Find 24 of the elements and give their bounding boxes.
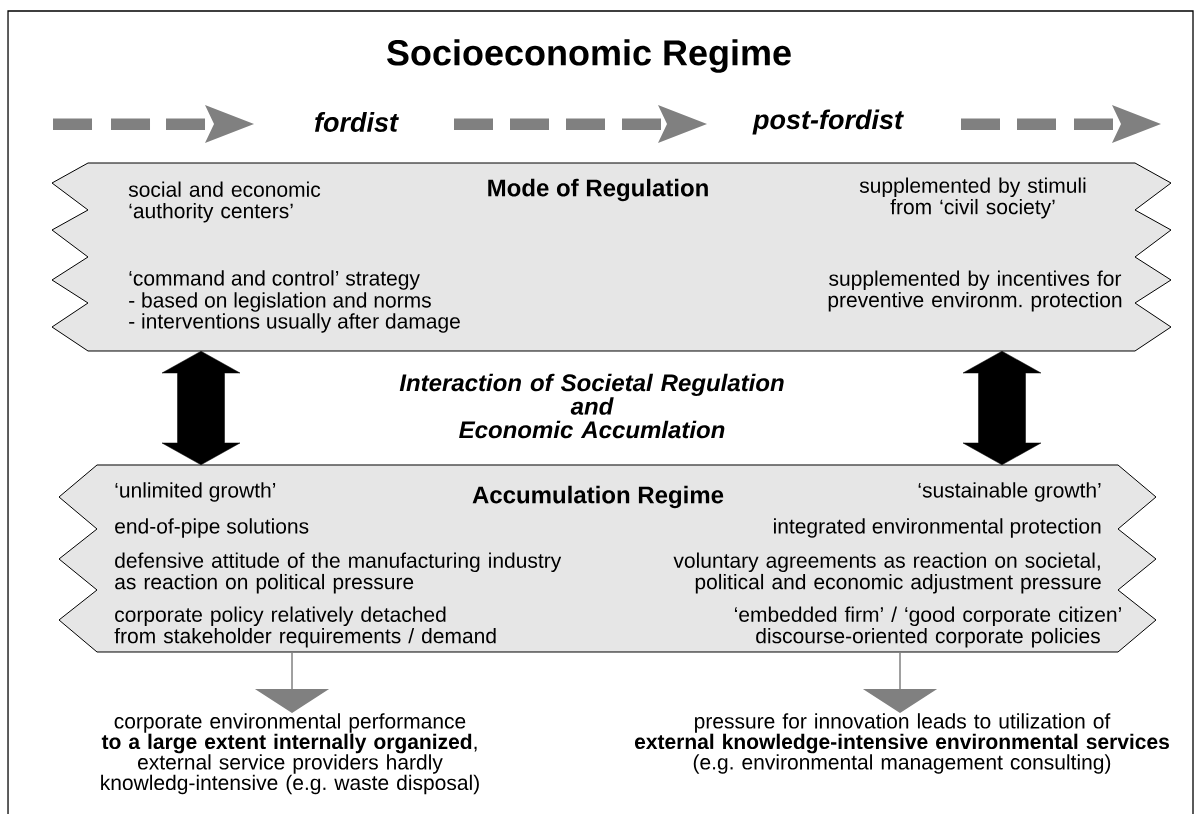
outcome-text: pressure for innovation leads to utilization of external knowledge-intensive environmental services (e.g. environmental management consulting) (634, 713, 1169, 774)
band-text: - interventions usually after damage (129, 313, 460, 333)
band-text: ‘sustainable growth’ (918, 482, 1101, 502)
band-text: corporate policy relatively detached from stakeholder requirements / demand (114, 606, 496, 648)
interaction-label: Interaction of Societal Regulation and Economic Accumlation (399, 373, 784, 439)
band-text: integrated environmental protection (774, 518, 1101, 538)
arrow (962, 350, 1042, 466)
arrow (161, 350, 241, 466)
period-label: post-fordist (752, 109, 904, 135)
title: Socioeconomic Regime (387, 39, 791, 73)
outcome-text: corporate environmental performance to a large extent internally organized, external service providers hardly knowledg-intensive (e.g. waste disposal) (101, 713, 479, 795)
band-text: supplemented by stimuli from ‘civil society’ (859, 177, 1086, 219)
band-heading: Accumulation Regime (472, 485, 724, 509)
band-text: defensive attitude of the manufacturing industry as reaction on political pressure (115, 552, 562, 594)
band-text: voluntary agreements as reaction on societal, political and economic adjustment pressure (673, 552, 1101, 594)
band-text: social and economic ‘authority centers’ (128, 181, 321, 223)
period-label: fordist (315, 112, 399, 132)
band-text: - based on legislation and norms (129, 292, 431, 312)
band-text: supplemented by incentives for preventive environm. protection (828, 270, 1122, 312)
band-text: end-of-pipe solutions (115, 518, 309, 538)
band-text: ‘command and control’ strategy (129, 270, 420, 290)
band-heading: Mode of Regulation (488, 178, 708, 202)
band-text: ‘unlimited growth’ (115, 482, 276, 502)
band-text: ‘embedded firm’ / ‘good corporate citizen’ discourse-oriented corporate policies (734, 606, 1121, 648)
